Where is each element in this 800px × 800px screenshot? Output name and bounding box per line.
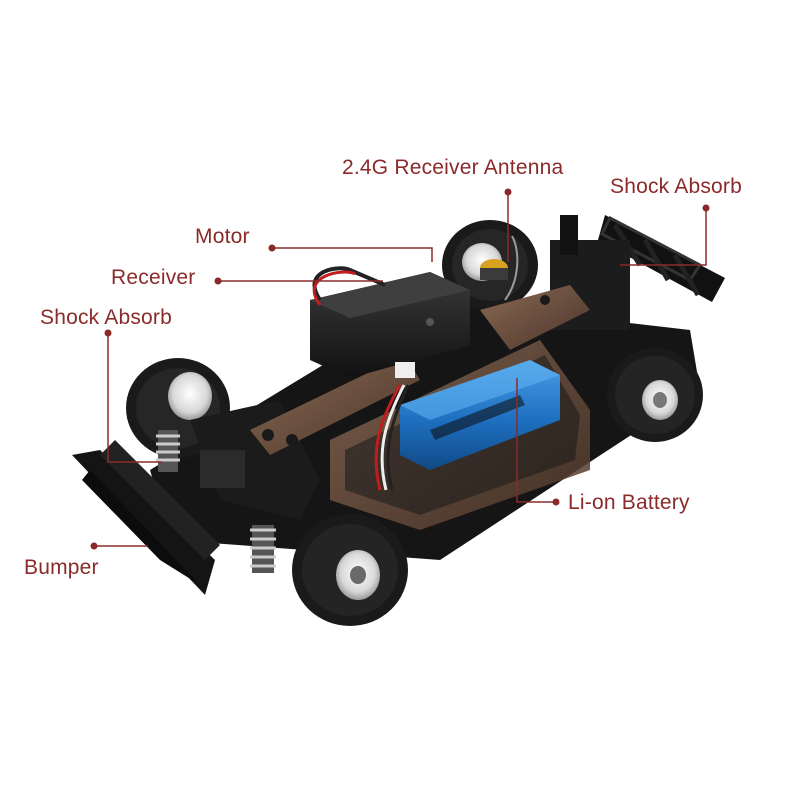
rear-bumper-cage xyxy=(550,215,725,330)
leader-lines xyxy=(94,192,707,547)
label-receiver-antenna: 2.4G Receiver Antenna xyxy=(342,156,564,179)
front-shock-absorber xyxy=(156,430,276,573)
label-front-shock-absorb: Shock Absorb xyxy=(40,306,172,329)
front-right-wheel xyxy=(292,514,408,626)
label-bumper: Bumper xyxy=(24,556,99,579)
label-receiver: Receiver xyxy=(111,266,196,289)
top-brace-plates xyxy=(250,285,590,455)
label-li-on-battery: Li-on Battery xyxy=(568,491,690,514)
rear-right-wheel xyxy=(607,348,703,442)
wiring xyxy=(312,235,519,491)
leader-dots xyxy=(90,188,710,550)
front-bumper xyxy=(72,440,220,595)
motor xyxy=(480,259,508,280)
li-ion-battery xyxy=(400,360,560,470)
receiver-box xyxy=(310,272,470,378)
label-rear-shock-absorb: Shock Absorb xyxy=(610,175,742,198)
label-motor: Motor xyxy=(195,225,250,248)
